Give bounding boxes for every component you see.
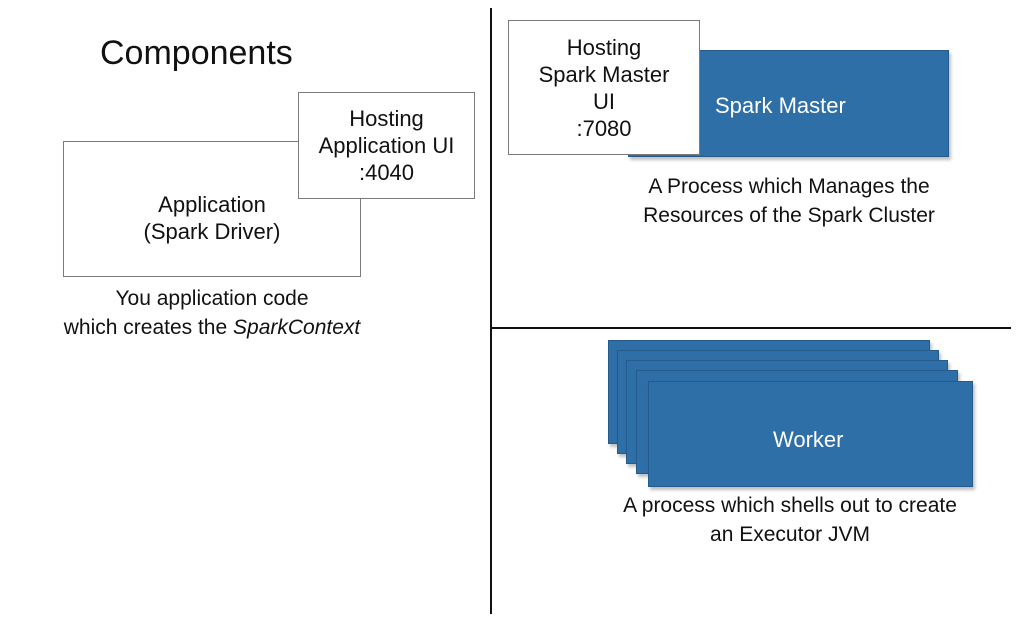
application-ui-port: :4040	[358, 160, 415, 185]
application-ui-line1: Hosting	[349, 106, 424, 131]
vertical-divider	[490, 8, 492, 614]
worker-caption-line2: an Executor JVM	[710, 523, 870, 546]
application-caption-line2: which creates the SparkContext	[22, 313, 402, 342]
spark-master-ui-box: Hosting Spark Master UI :7080	[508, 20, 700, 155]
spark-master-caption-line1: A Process which Manages the	[648, 175, 930, 198]
application-sublabel: (Spark Driver)	[143, 219, 281, 244]
spark-master-caption: A Process which Manages the Resources of…	[596, 172, 982, 230]
spark-master-ui-line3: UI	[593, 88, 615, 114]
application-ui-box: Hosting Application UI :4040	[298, 92, 475, 199]
spark-master-ui-port: :7080	[576, 115, 632, 141]
horizontal-divider	[491, 327, 1011, 329]
worker-label: Worker	[773, 427, 844, 452]
application-caption-prefix: which creates the	[63, 316, 234, 339]
sparkcontext-term: SparkContext	[233, 316, 361, 339]
application-caption-line1: You application code	[115, 287, 309, 310]
worker-card: Worker	[648, 381, 973, 487]
application-ui-line2: Application UI	[318, 133, 455, 158]
spark-master-caption-line2: Resources of the Spark Cluster	[643, 204, 935, 227]
spark-master-label: Spark Master	[715, 93, 846, 118]
spark-master-ui-line1: Hosting	[566, 34, 642, 60]
application-label: Application	[158, 192, 266, 217]
worker-caption: A process which shells out to create an …	[570, 491, 1010, 549]
page-title: Components	[100, 34, 293, 72]
spark-master-ui-line2: Spark Master	[538, 61, 670, 87]
worker-caption-line1: A process which shells out to create	[623, 494, 957, 517]
application-caption: You application code which creates the S…	[22, 284, 402, 342]
